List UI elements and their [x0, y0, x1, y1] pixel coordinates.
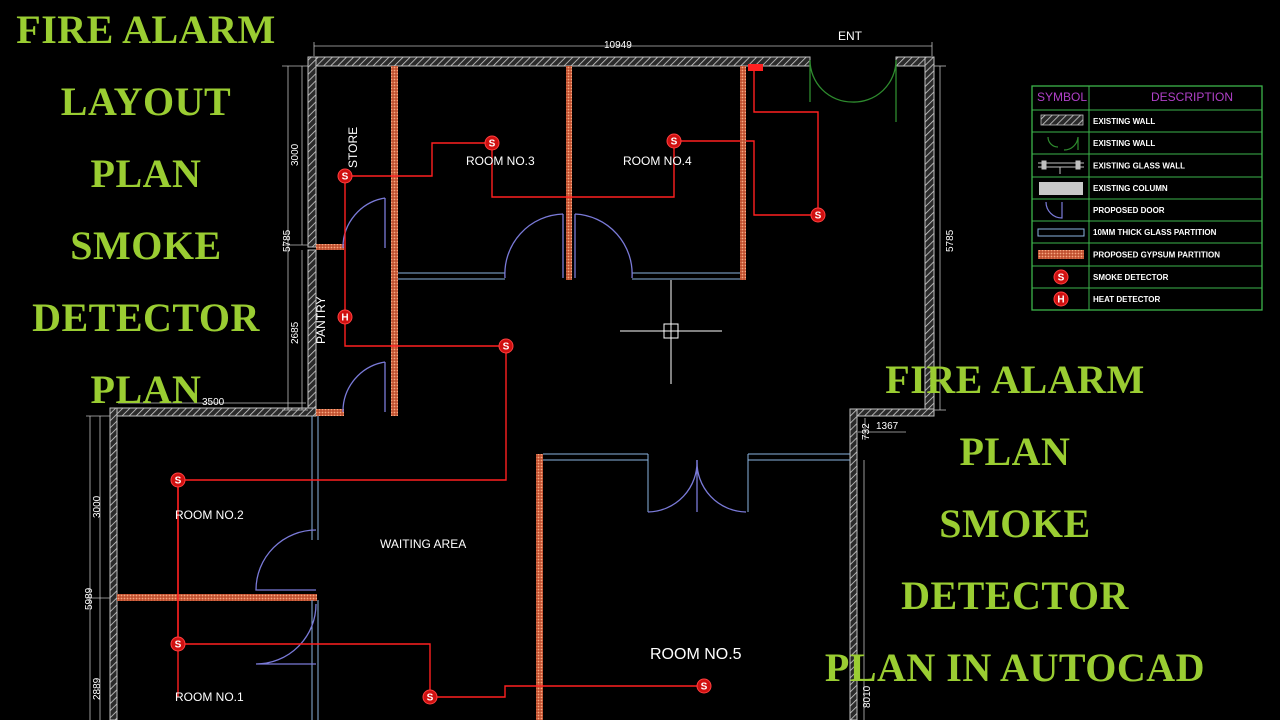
- label-room2: ROOM NO.2: [175, 508, 244, 522]
- dim-left2-mid: 5989: [84, 587, 95, 610]
- crosshair-cursor: [620, 280, 722, 384]
- entrance-door: [809, 59, 897, 122]
- label-store: STORE: [346, 127, 360, 168]
- legend-row-label: EXISTING WALL: [1093, 139, 1155, 148]
- smoke-detector-icon: S: [170, 472, 186, 488]
- legend-row-label: SMOKE DETECTOR: [1093, 273, 1169, 282]
- detector-code: S: [489, 139, 496, 150]
- dim-left-mid: 5785: [282, 229, 293, 252]
- legend-row-label: 10MM THICK GLASS PARTITION: [1093, 228, 1217, 237]
- dim-top: 10949: [604, 40, 632, 51]
- detector-code: S: [1058, 273, 1065, 284]
- heat-detector-icon: H: [337, 309, 353, 325]
- detector-code: S: [671, 137, 678, 148]
- detector-code: S: [175, 640, 182, 651]
- smoke-detector-icon: S: [422, 689, 438, 705]
- dim-left-lower: 2685: [290, 321, 301, 344]
- legend-symbol-glass-partition: [1037, 228, 1085, 237]
- left-title-line-2: LAYOUT: [60, 79, 232, 124]
- legend-symbol-gypsum: [1038, 250, 1084, 259]
- left-title-line-6: PLAN: [90, 367, 202, 412]
- legend-row-label: EXISTING WALL: [1093, 117, 1155, 126]
- existing-walls: [109, 56, 935, 720]
- detector-code: H: [1057, 295, 1064, 306]
- smoke-detector-icon: S: [170, 636, 186, 652]
- legend-symbol-existing-wall: [1040, 114, 1084, 126]
- dimension-lines: [86, 42, 946, 720]
- dim-left2-lower: 2889: [92, 677, 103, 700]
- glass-partitions: [311, 272, 850, 720]
- legend-row-label: PROPOSED GYPSUM PARTITION: [1093, 251, 1220, 260]
- detector-code: S: [815, 211, 822, 222]
- doors: [255, 197, 747, 665]
- legend-row-label: EXISTING GLASS WALL: [1093, 162, 1185, 171]
- legend-symbol-proposed-door: [1045, 201, 1063, 219]
- legend-table: SYMBOL DESCRIPTION EXISTING WALL EXISTING…: [1031, 85, 1263, 311]
- dim-right-lower: 8010: [862, 685, 873, 708]
- legend-symbol-existing-door: [1047, 136, 1079, 151]
- smoke-detector-icon: S: [696, 678, 712, 694]
- left-title-line-5: DETECTOR: [32, 295, 260, 340]
- detector-code: S: [427, 693, 434, 704]
- smoke-detector-icon: S: [337, 168, 353, 184]
- legend-symbol-column: [1039, 182, 1083, 195]
- dim-left-upper: 3000: [290, 143, 301, 166]
- right-title-line-4: DETECTOR: [901, 573, 1129, 618]
- legend-symbol-glass-wall: [1038, 160, 1084, 174]
- fire-alarm-panel: [748, 64, 763, 71]
- right-title-line-2: PLAN: [959, 429, 1071, 474]
- left-title-line-1: FIRE ALARM: [16, 7, 276, 52]
- smoke-detector-icon: S: [810, 207, 826, 223]
- legend-row-label: HEAT DETECTOR: [1093, 295, 1160, 304]
- dim-ledge: 3500: [202, 397, 225, 408]
- label-room4: ROOM NO.4: [623, 154, 692, 168]
- heat-detector-icon: H: [1053, 291, 1069, 307]
- detector-code: S: [342, 172, 349, 183]
- dim-left2-upper: 3000: [92, 495, 103, 518]
- dimension-texts: 10949 3000 5785 2685 3500 5785 732 1367 …: [84, 40, 956, 708]
- legend-header-description: DESCRIPTION: [1151, 90, 1233, 104]
- smoke-detector-icon: S: [498, 338, 514, 354]
- detector-code: S: [503, 342, 510, 353]
- dim-right: 5785: [945, 229, 956, 252]
- detector-code: H: [341, 313, 348, 324]
- dim-small-b: 1367: [876, 421, 899, 432]
- smoke-detector-icon: S: [484, 135, 500, 151]
- label-waiting-area: WAITING AREA: [380, 537, 466, 551]
- legend-row-label: EXISTING COLUMN: [1093, 184, 1168, 193]
- smoke-detector-icon: S: [666, 133, 682, 149]
- right-title-line-5: PLAN IN AUTOCAD: [824, 645, 1206, 690]
- legend-row-label: PROPOSED DOOR: [1093, 206, 1165, 215]
- label-pantry: PANTRY: [314, 296, 328, 344]
- left-title-line-3: PLAN: [90, 151, 202, 196]
- detector-code: S: [175, 476, 182, 487]
- dim-small-a: 732: [861, 423, 872, 440]
- detector-code: S: [701, 682, 708, 693]
- label-room1: ROOM NO.1: [175, 690, 244, 704]
- gypsum-partitions: [117, 66, 746, 720]
- smoke-detector-icon: S: [1053, 269, 1069, 285]
- right-title-line-3: SMOKE: [939, 501, 1091, 546]
- label-entrance: ENT: [838, 29, 863, 43]
- legend-header-symbol: SYMBOL: [1037, 90, 1087, 104]
- left-title-line-4: SMOKE: [70, 223, 222, 268]
- label-room5: ROOM NO.5: [650, 646, 742, 663]
- right-title-line-1: FIRE ALARM: [885, 357, 1145, 402]
- room-labels: STORE PANTRY ROOM NO.3 ROOM NO.4 ROOM NO…: [175, 29, 863, 704]
- label-room3: ROOM NO.3: [466, 154, 535, 168]
